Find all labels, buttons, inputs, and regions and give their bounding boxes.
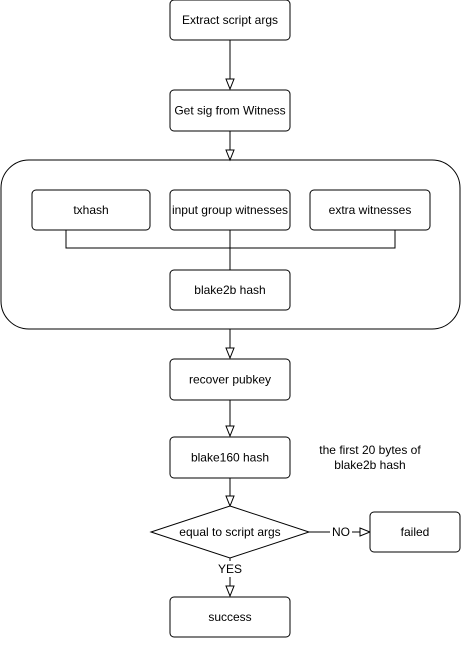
node-blake2b-hash-label: blake2b hash	[194, 283, 265, 297]
node-txhash: txhash	[31, 189, 151, 231]
node-decision-label: equal to script args	[179, 525, 280, 539]
arrowhead-failed	[359, 527, 372, 537]
edge-txhash-to-blake2b	[65, 230, 230, 249]
arrowhead-decision	[225, 495, 235, 508]
no-label-background	[330, 524, 352, 540]
node-extra-witnesses-label: extra witnesses	[329, 203, 412, 217]
arrowhead-group	[225, 149, 235, 162]
node-success-label: success	[208, 610, 251, 624]
node-extra-witnesses: extra witnesses	[309, 189, 431, 231]
node-failed-label: failed	[401, 525, 430, 539]
arrowhead-blake160	[225, 425, 235, 438]
node-recover-pubkey: recover pubkey	[169, 358, 291, 401]
node-txhash-label: txhash	[73, 203, 108, 217]
node-input-group-witnesses-label: input group witnesses	[172, 203, 288, 217]
node-success: success	[169, 596, 291, 638]
arrowhead-success	[225, 585, 235, 598]
node-extract-args: Extract script args	[169, 0, 291, 41]
node-failed: failed	[369, 511, 461, 553]
node-recover-pubkey-label: recover pubkey	[189, 373, 271, 387]
edge-label-yes: YES	[218, 562, 242, 576]
annotation-line-1: the first 20 bytes of	[319, 443, 421, 457]
edge-extra-to-blake2b	[230, 230, 396, 249]
node-blake160-hash-label: blake160 hash	[191, 451, 269, 465]
arrowhead-recover	[225, 347, 235, 360]
annotation-line-2: blake2b hash	[334, 458, 405, 472]
node-blake160-hash: blake160 hash	[169, 436, 291, 479]
edge-label-no: NO	[332, 525, 350, 539]
node-blake2b-hash: blake2b hash	[169, 269, 291, 311]
yes-label-background	[216, 561, 244, 577]
node-decision: equal to script args	[149, 505, 311, 559]
arrowhead-getsig	[225, 78, 235, 91]
node-get-sig: Get sig from Witness	[169, 89, 291, 132]
node-input-group-witnesses: input group witnesses	[169, 189, 291, 231]
node-get-sig-label: Get sig from Witness	[174, 104, 285, 118]
node-extract-args-label: Extract script args	[182, 13, 278, 27]
